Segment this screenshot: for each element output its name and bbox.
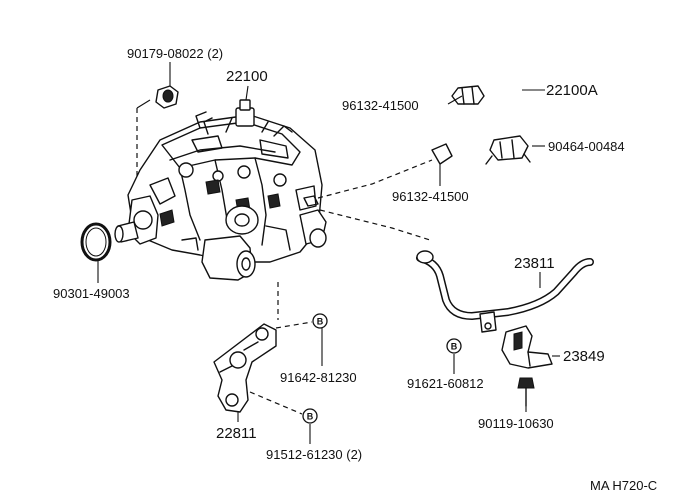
label-91512-61230: 91512-61230 (2) — [266, 447, 362, 462]
bracket-22811-drawing — [213, 323, 277, 413]
label-22100a: 22100A — [546, 82, 598, 99]
label-90119-10630: 90119-10630 — [478, 416, 554, 431]
o-ring-drawing — [80, 222, 112, 283]
bolt-90119-drawing — [517, 377, 535, 407]
label-91642-81230: 91642-81230 — [280, 370, 357, 385]
pipe-dashed-route — [319, 209, 431, 241]
bolt-mark-91642: B — [312, 313, 328, 329]
label-96132-41500-bottom: 96132-41500 — [392, 189, 469, 204]
label-91621-60812: 91621-60812 — [407, 376, 484, 391]
svg-text:B: B — [307, 412, 314, 422]
label-90301-49003: 90301-49003 — [53, 286, 130, 301]
label-23811: 23811 — [514, 255, 555, 272]
hose-dashed-route — [317, 159, 433, 199]
bolt-dashed-route-upper — [275, 321, 313, 329]
injection-pump-drawing — [114, 99, 327, 281]
figure-code: MA H720-C — [590, 478, 657, 493]
bolt-mark-91512: B — [302, 408, 318, 424]
label-90179-08022: 90179-08022 (2) — [127, 46, 223, 61]
bolt-dashed-route-lower — [249, 391, 303, 415]
pipe-23811-drawing — [416, 250, 594, 333]
label-23849: 23849 — [563, 348, 605, 365]
bolt-mark-91621: B — [446, 338, 462, 354]
hose-22100a-drawing — [431, 47, 525, 165]
svg-text:B: B — [451, 342, 458, 352]
svg-text:B: B — [317, 317, 324, 327]
label-96132-41500-top: 96132-41500 — [342, 98, 419, 113]
clamp-90464-drawing — [485, 135, 531, 165]
leader-lines — [169, 62, 560, 444]
label-22811: 22811 — [216, 425, 257, 442]
label-22100: 22100 — [226, 68, 268, 85]
label-90464-00484: 90464-00484 — [548, 139, 625, 154]
part-labels: 90179-08022 (2) 22100 96132-41500 22100A… — [53, 46, 657, 493]
bracket-23849-drawing — [501, 325, 553, 369]
